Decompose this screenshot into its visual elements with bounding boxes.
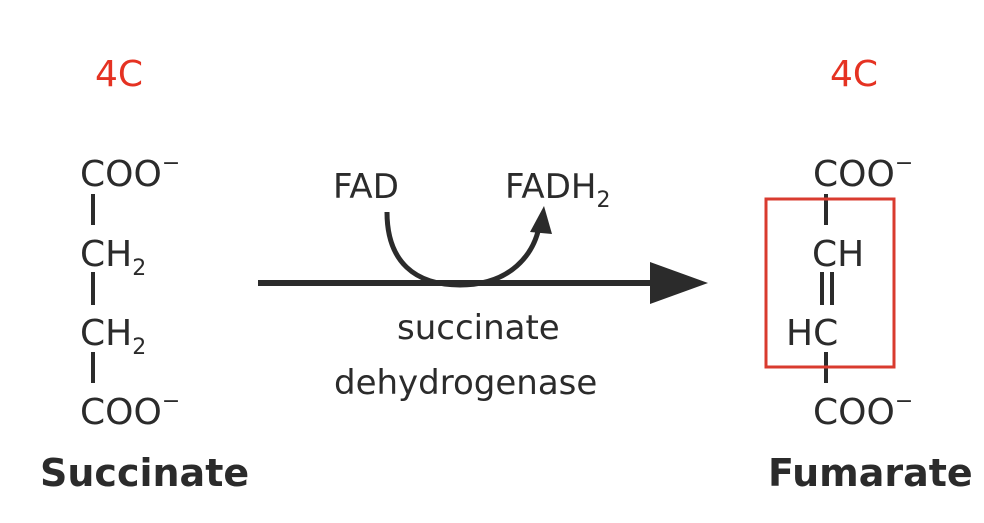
succinate-name: Succinate	[40, 451, 249, 495]
reaction-arrowhead	[650, 262, 708, 304]
succinate-carbon-count: 4C	[95, 54, 143, 95]
fumarate-hc: HC	[786, 313, 838, 354]
enzyme-label-line2: dehydrogenase	[334, 363, 597, 403]
fumarate-bottom-coo: COO−	[813, 389, 913, 433]
fumarate-structure: COO− CH HC COO−	[786, 151, 913, 433]
succinate-top-coo: COO−	[80, 151, 180, 195]
enzyme-label-line1: succinate	[397, 308, 560, 348]
fumarate-ch: CH	[812, 234, 864, 275]
cofactor-curve-arrow	[384, 211, 543, 288]
cofactor-arrowhead	[530, 206, 552, 234]
succinate-structure: COO− CH2 CH2 COO−	[80, 151, 180, 433]
succinate-ch2-upper: CH2	[80, 234, 146, 281]
succinate-ch2-lower: CH2	[80, 313, 146, 360]
succinate-bottom-coo: COO−	[80, 389, 180, 433]
fumarate-name: Fumarate	[768, 451, 973, 495]
fumarate-carbon-count: 4C	[830, 54, 878, 95]
double-bond-highlight-box	[764, 197, 896, 369]
cofactor-fad: FAD	[333, 167, 399, 207]
cofactor-fadh2: FADH2	[505, 167, 610, 213]
fumarate-top-coo: COO−	[813, 151, 913, 195]
